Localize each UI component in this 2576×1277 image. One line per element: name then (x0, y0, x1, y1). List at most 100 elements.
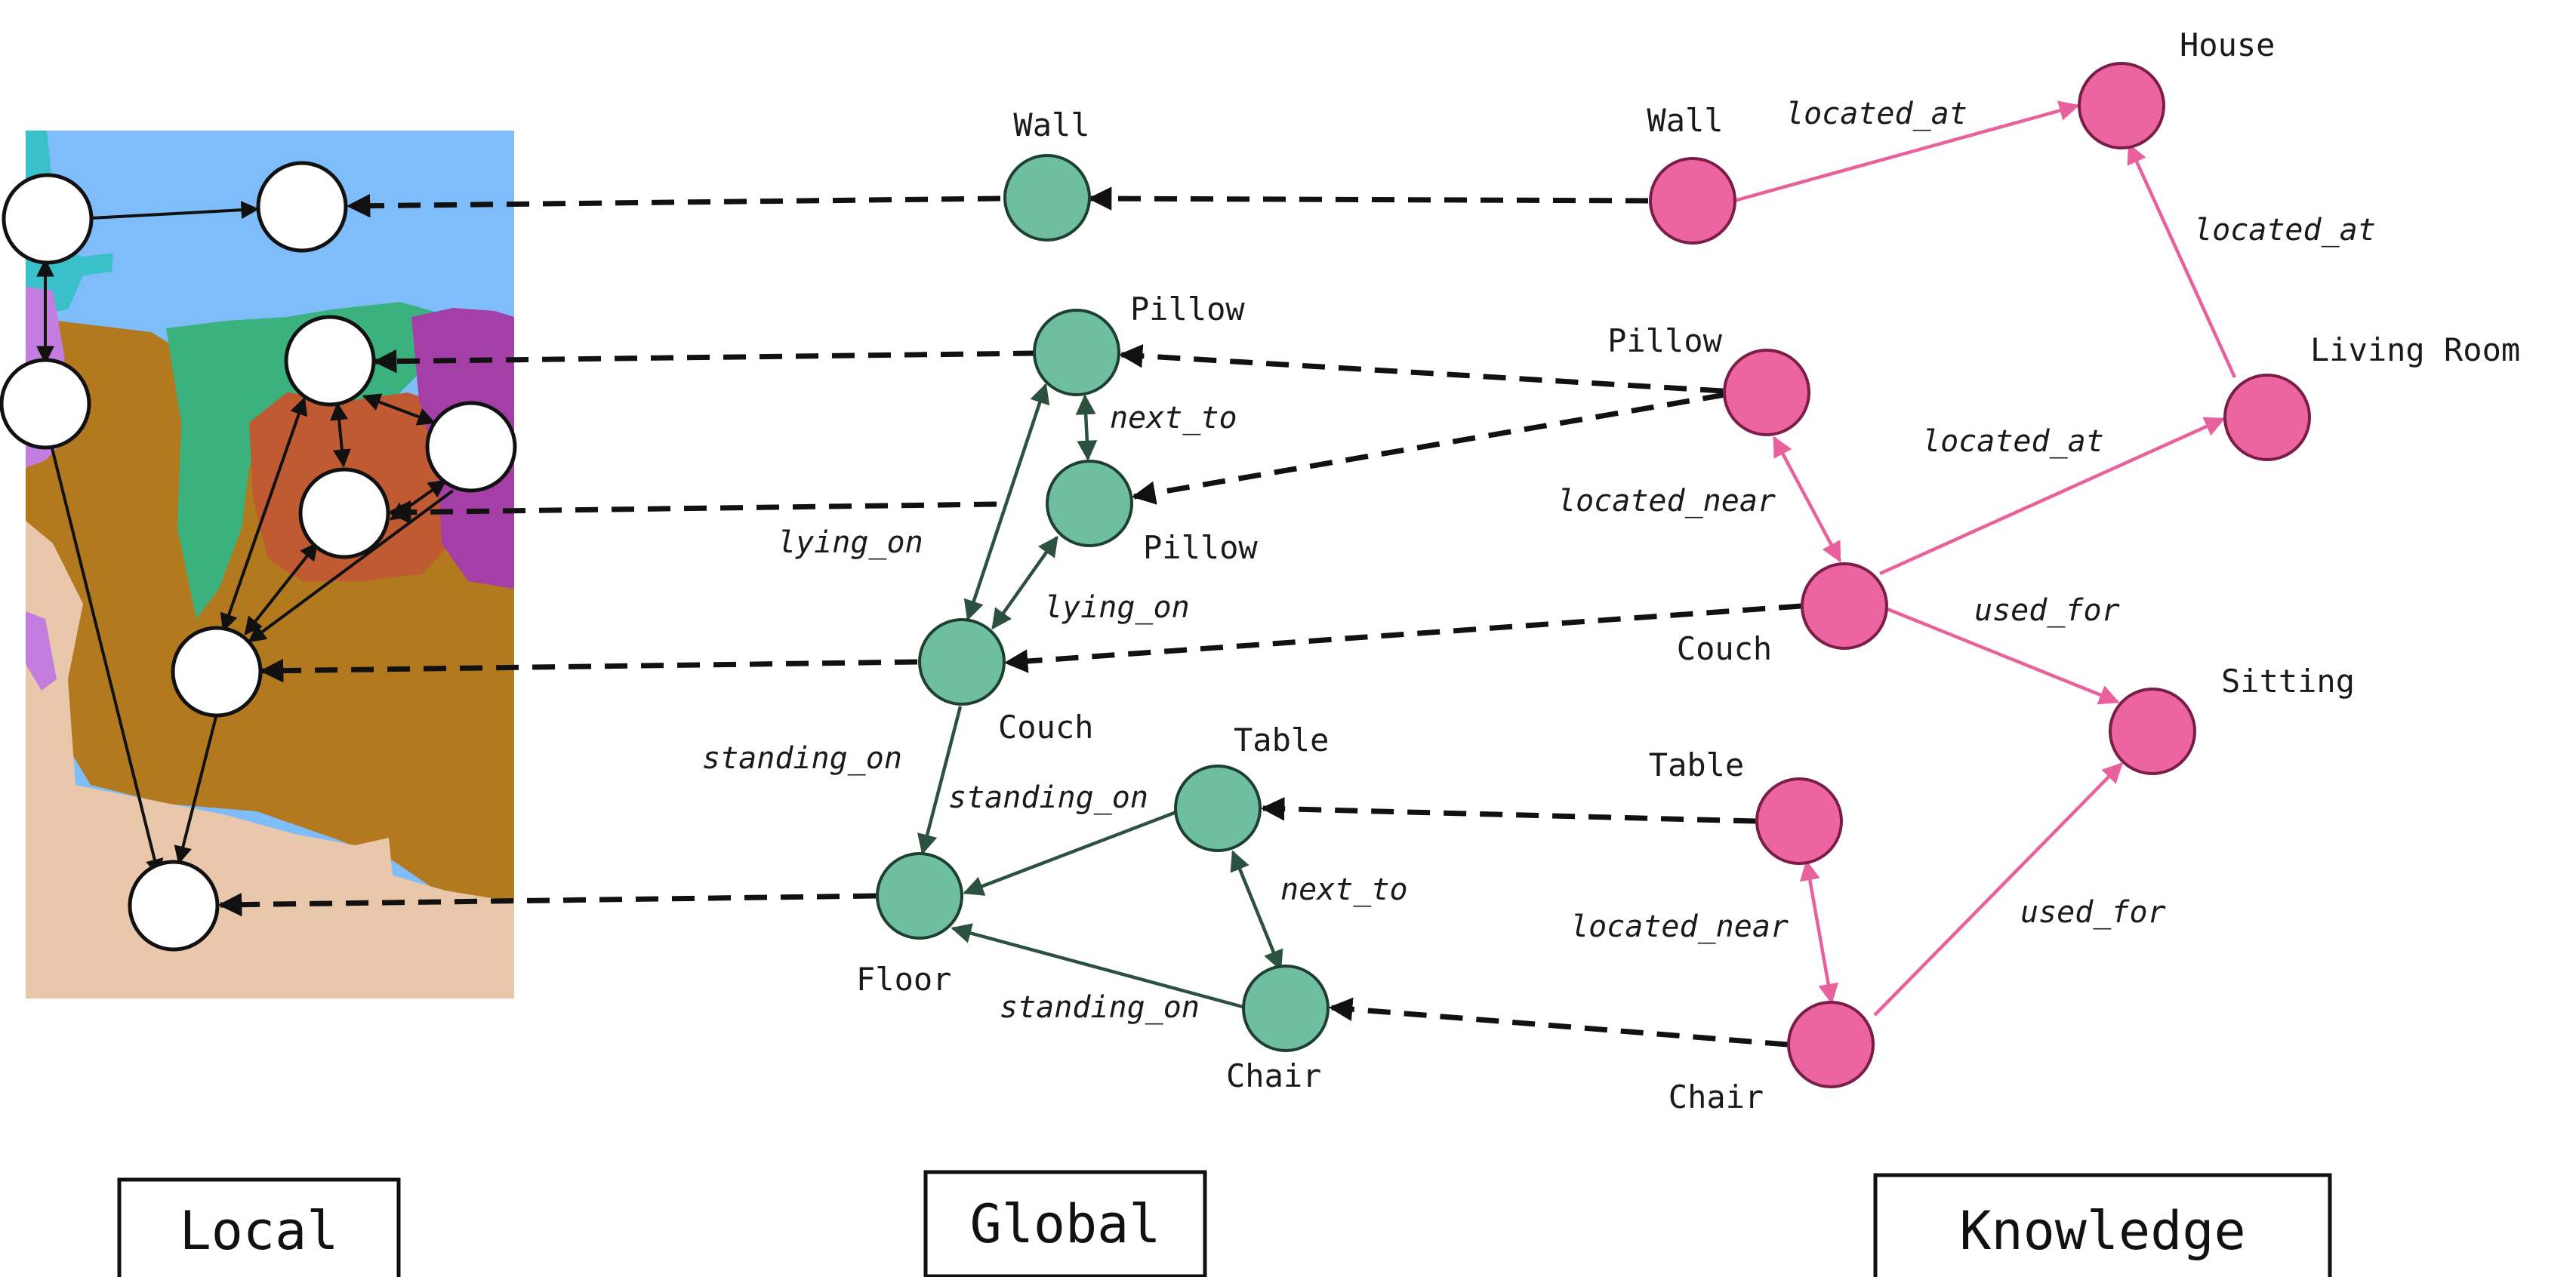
dashed-link (1003, 603, 1802, 673)
global-label-chair: Chair (1226, 1057, 1321, 1094)
dashed-link (1328, 997, 1789, 1048)
knowledge-edge-label-table-chair: located_near (1570, 909, 1789, 944)
global-edge-label-lying-on-right: lying_on (1044, 590, 1190, 625)
knowledge-edge-labels: located_at located_at located_at located… (1558, 97, 2376, 944)
knowledge-edge (1733, 100, 2080, 203)
knowledge-node-sitting[interactable] (2109, 688, 2196, 775)
knowledge-node-labels: Wall House Pillow Living Room Couch Sitt… (1607, 26, 2520, 1115)
knowledge-edge-label-living-room-house: located_at (2194, 213, 2376, 248)
global-label-floor: Floor (856, 961, 951, 998)
global-edge-label-standing-on-couch: standing_on (702, 741, 902, 776)
local-node[interactable] (298, 467, 390, 559)
dashed-link (1087, 186, 1649, 211)
knowledge-node-wall[interactable] (1649, 157, 1736, 245)
dashed-links (217, 186, 1802, 1048)
panel-global-label: Global (970, 1193, 1161, 1255)
global-edge (1230, 850, 1283, 971)
knowledge-edges (1733, 100, 2237, 1017)
global-edge-label-standing-on-chair: standing_on (1000, 990, 1200, 1025)
knowledge-node-couch[interactable] (1801, 562, 1888, 650)
global-nodes (876, 154, 1330, 1052)
knowledge-label-house: House (2180, 26, 2275, 63)
local-edge (248, 489, 454, 643)
knowledge-edge-label-chair-sitting: used_for (2020, 895, 2166, 930)
global-node-couch[interactable] (918, 618, 1006, 706)
knowledge-label-couch: Couch (1677, 630, 1772, 667)
knowledge-label-living-room: Living Room (2310, 331, 2520, 368)
dashed-link (217, 892, 877, 917)
global-edge-labels: next_to lying_on lying_on standing_on st… (702, 401, 1408, 1025)
global-node-pillow-top[interactable] (1033, 309, 1120, 396)
global-node-chair[interactable] (1242, 965, 1330, 1052)
global-label-pillow-bottom: Pillow (1143, 529, 1258, 566)
global-edge-label-lying-on-left: lying_on (778, 525, 923, 560)
knowledge-edge (1873, 762, 2123, 1017)
knowledge-edge-label-couch-sitting: used_for (1974, 593, 2120, 628)
panel-knowledge-label: Knowledge (1959, 1200, 2245, 1262)
dashed-link (387, 500, 997, 525)
global-edge-label-next-to: next_to (1110, 401, 1237, 435)
knowledge-edge (2127, 143, 2237, 378)
knowledge-label-pillow: Pillow (1607, 322, 1722, 359)
local-node[interactable] (0, 358, 91, 450)
knowledge-node-pillow[interactable] (1723, 349, 1810, 436)
global-edge (1075, 394, 1098, 461)
knowledge-edge (1879, 417, 2226, 576)
knowledge-edge-label-pillow-couch: located_near (1558, 484, 1776, 518)
knowledge-edge-label-couch-living-room: located_at (1922, 424, 2104, 459)
knowledge-edge (1799, 860, 1839, 1005)
local-node[interactable] (284, 315, 376, 407)
panel-local-label: Local (180, 1200, 339, 1262)
local-node[interactable] (128, 860, 220, 952)
local-edge (220, 396, 308, 632)
dashed-link (372, 349, 1037, 374)
dashed-link (1131, 392, 1726, 505)
global-edge-label-standing-on-table: standing_on (948, 780, 1148, 815)
knowledge-label-chair: Chair (1669, 1079, 1764, 1115)
global-label-pillow-top: Pillow (1130, 291, 1245, 328)
panel-knowledge: Knowledge (1873, 1173, 2332, 1277)
knowledge-edge (1773, 435, 1841, 563)
local-edges (36, 201, 454, 878)
global-edge (963, 810, 1177, 896)
segment-lilac-small (26, 611, 57, 691)
dashed-link (1260, 796, 1757, 824)
knowledge-label-sitting: Sitting (2221, 663, 2355, 700)
local-edge (50, 445, 164, 878)
knowledge-node-living-room[interactable] (2223, 374, 2311, 461)
global-label-wall: Wall (1013, 106, 1089, 143)
global-edge (917, 706, 963, 855)
dashed-link (259, 658, 918, 683)
segmentation-image (26, 131, 514, 999)
knowledge-label-wall: Wall (1647, 102, 1723, 139)
knowledge-node-table[interactable] (1755, 777, 1843, 865)
local-node[interactable] (2, 173, 94, 265)
panel-global: Global (923, 1170, 1207, 1277)
global-edge (963, 383, 1050, 621)
local-node[interactable] (425, 401, 517, 493)
local-edge (91, 201, 260, 220)
knowledge-nodes (1649, 62, 2311, 1088)
knowledge-label-table: Table (1649, 746, 1744, 783)
knowledge-node-house[interactable] (2078, 62, 2165, 149)
local-edge (244, 542, 319, 635)
knowledge-node-chair[interactable] (1787, 1001, 1875, 1088)
local-node[interactable] (256, 161, 348, 253)
local-edge (330, 402, 351, 468)
global-label-couch: Couch (998, 709, 1093, 746)
knowledge-edge (1887, 607, 2120, 705)
segment-pillow-green (166, 302, 461, 619)
global-node-pillow-bottom[interactable] (1046, 460, 1133, 547)
local-node[interactable] (171, 626, 263, 718)
global-node-floor[interactable] (876, 852, 963, 940)
global-edges (917, 383, 1283, 1009)
panel-local: Local (117, 1177, 401, 1277)
global-edge (951, 923, 1243, 1009)
dashed-link (1118, 343, 1724, 394)
local-edge (362, 393, 436, 426)
global-node-table[interactable] (1174, 765, 1262, 852)
global-node-labels: Wall Pillow Pillow Couch Table Floor Cha… (856, 106, 1329, 1094)
global-edge (991, 535, 1058, 630)
global-node-wall[interactable] (1003, 154, 1091, 242)
